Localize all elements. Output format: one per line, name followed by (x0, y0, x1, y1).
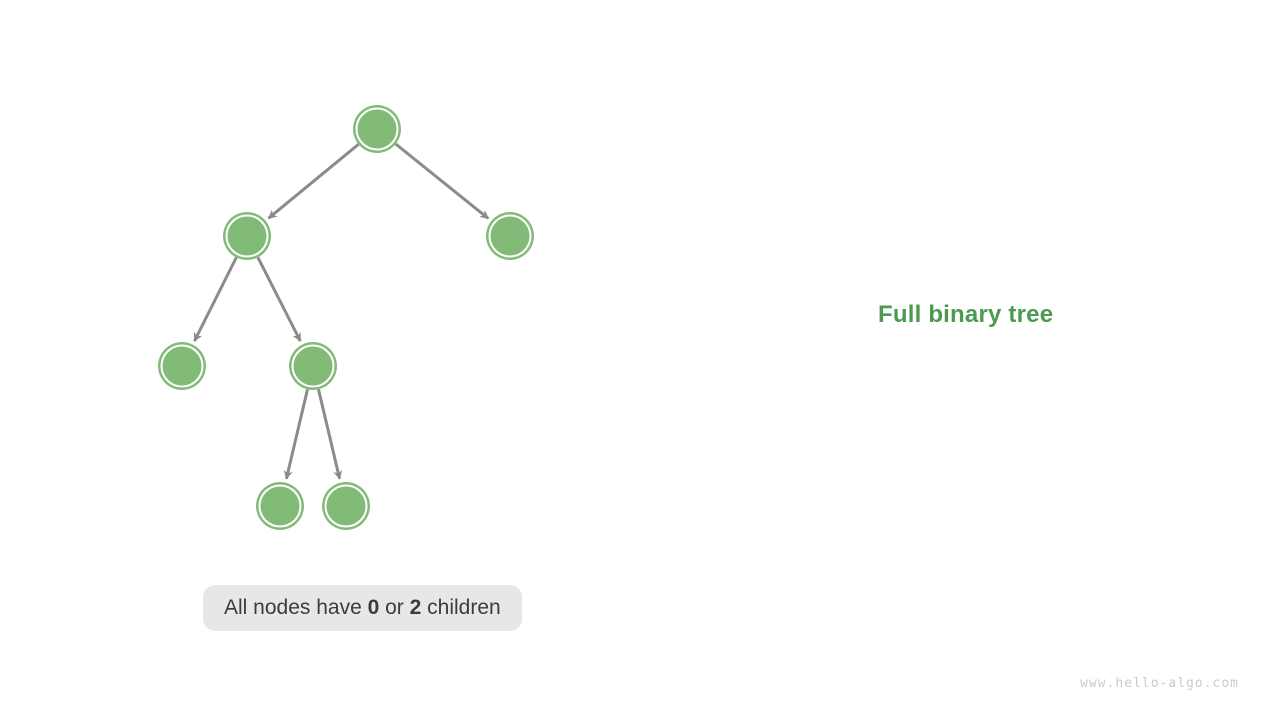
tree-node (158, 342, 206, 390)
tree-node-circle (289, 342, 337, 390)
tree-edge (267, 143, 360, 220)
tree-node-circle (158, 342, 206, 390)
tree-edge (193, 256, 238, 342)
tree-node (256, 482, 304, 530)
caption-bold-0: 0 (367, 596, 380, 619)
tree-node-ring (324, 484, 368, 528)
tree-edge (256, 256, 302, 342)
tree-node-ring (355, 107, 399, 151)
tree-node-circle (353, 105, 401, 153)
tree-node-circle (486, 212, 534, 260)
tree-node-circle (322, 482, 370, 530)
tree-nodes (158, 105, 534, 530)
tree-edge (317, 389, 343, 480)
tree-edge (283, 389, 309, 480)
tree-node-ring (291, 344, 335, 388)
tree-node (486, 212, 534, 260)
tree-node (223, 212, 271, 260)
tree-node-ring (225, 214, 269, 258)
caption-text-2: or (379, 596, 410, 619)
tree-node (289, 342, 337, 390)
tree-node-circle (256, 482, 304, 530)
caption-text-3: children (421, 596, 501, 619)
caption-box: All nodes have 0 or 2 children (203, 585, 522, 631)
tree-node-ring (488, 214, 532, 258)
tree-node (322, 482, 370, 530)
tree-node-ring (258, 484, 302, 528)
caption-text-1: All nodes have (224, 596, 368, 619)
tree-node-ring (160, 344, 204, 388)
tree-edges (193, 142, 490, 480)
tree-edge (394, 142, 490, 220)
tree-node-circle (223, 212, 271, 260)
watermark: www.hello-algo.com (1080, 676, 1239, 691)
caption-bold-2: 2 (409, 596, 422, 619)
tree-node (353, 105, 401, 153)
figure-title: Full binary tree (878, 301, 1054, 328)
